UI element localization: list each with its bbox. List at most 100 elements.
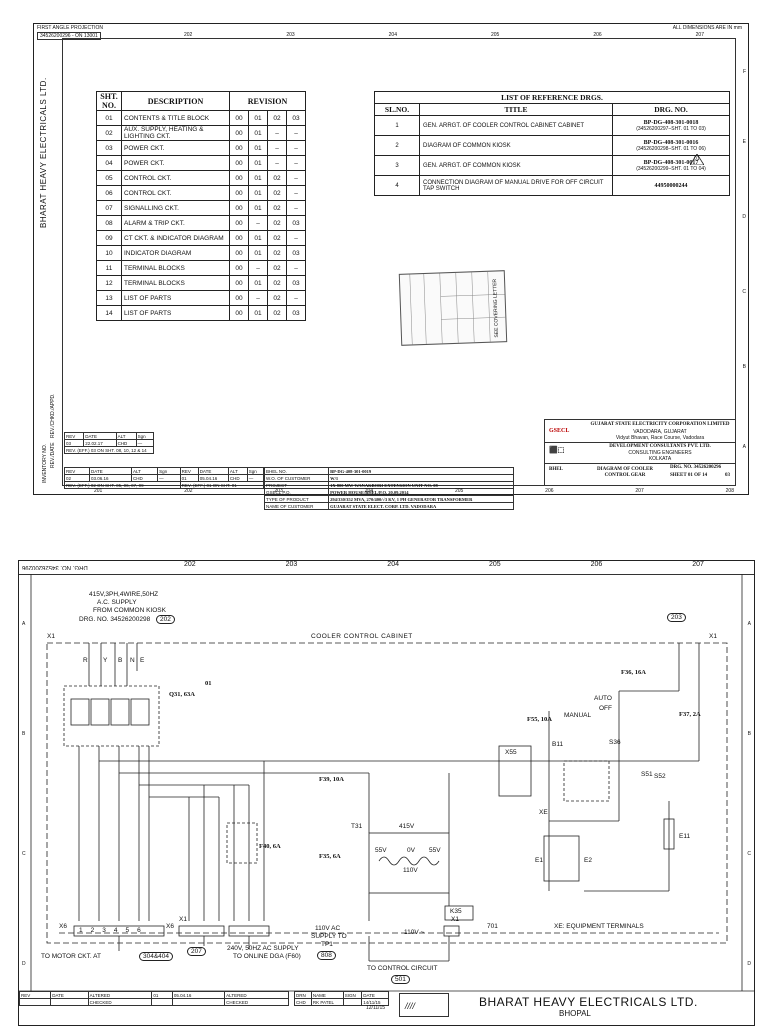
sign-header: SIGN (342, 991, 363, 999)
checked-label: CHECKED (224, 998, 289, 1006)
revision-cell: – (286, 230, 306, 246)
side-label: REV./CHKD./APPD. (50, 393, 56, 438)
f39-label: F39, 10A (319, 776, 344, 783)
sheet-no: 14 (96, 305, 122, 321)
project-info-row: BHEL NO.BP-DG-408-301-0019 (263, 467, 514, 475)
x1-right: X1 (709, 633, 717, 640)
revision-cell: 02 (267, 110, 287, 126)
revision-cell: 02 (267, 170, 287, 186)
info-value: BP-DG-408-301-0019 (328, 467, 514, 475)
info-key: TYPE OF PRODUCT (263, 495, 330, 503)
revision-cell: 02 (267, 185, 287, 201)
zone-number: 201 (94, 488, 103, 494)
side-label: REV./DATE (50, 442, 56, 468)
ref-title: CONNECTION DIAGRAM OF MANUAL DRIVE FOR O… (419, 175, 613, 196)
sheet-no: 03 (96, 140, 122, 156)
phase-b: B (118, 657, 123, 664)
revision-cell: – (286, 200, 306, 216)
revision-cell: – (286, 155, 306, 171)
zone-number: 202 (184, 32, 193, 38)
revision-cell: – (286, 170, 306, 186)
zone-number-row: 202 203 204 205 206 207 (184, 32, 704, 38)
zone-number: 207 (695, 32, 704, 38)
rev-text: REV. (EFF.) 03 ON SHT. 08, 10, 12 & 14 (64, 446, 154, 454)
xe-label: XE (539, 809, 548, 816)
manual-label: MANUAL (564, 712, 592, 719)
bhel-logo-icon: //// (399, 993, 449, 1017)
rev-text: REV. (EFF.) 01 ON SHT. 01 (179, 481, 265, 489)
auto-label: AUTO (594, 695, 612, 702)
side-letter: A (22, 621, 26, 627)
drn-label: DRN (294, 991, 312, 999)
v0-label: 0V (407, 847, 415, 854)
rev-no: 03 (63, 439, 85, 447)
supply-line-4: DRG. NO. 34526200298 (79, 616, 151, 623)
side-letter: A (742, 444, 746, 450)
consultant-logo-icon: ⬛⬚ (549, 446, 565, 454)
revision-cell: 01 (248, 140, 268, 156)
zone-number: 203 (274, 488, 283, 494)
revision-cell: – (248, 290, 268, 306)
terminal-numbers: 1 2 3 4 5 6 (79, 927, 141, 934)
info-value: 294/330/352 MVA, 270/400/√3 KV, 1 PH GEN… (328, 495, 514, 503)
revision-cell: 00 (229, 260, 249, 276)
n701-label: 701 (487, 923, 498, 930)
name-header: NAME (310, 991, 344, 999)
ref-drg-sub: (34526200298–SHT. 01 TO 06) (636, 145, 706, 152)
col-header: DESCRIPTION (121, 91, 230, 111)
info-key: BHEL NO. (263, 467, 330, 475)
reference-row: 2 DIAGRAM OF COMMON KIOSK BP-DG-408-301-… (374, 135, 730, 156)
date-header: DATE (361, 991, 389, 999)
ref-drg-no: BP-DG-408-301-0017 (643, 159, 699, 166)
phase-y: Y (103, 657, 108, 664)
f55-label: F55, 10A (527, 716, 552, 723)
drawing-title: DIAGRAM OF COOLER CONTROL GEAR (597, 467, 653, 478)
altered-label: ALTERED (87, 991, 153, 999)
terminal-number: 3 (102, 927, 106, 934)
motor-ref: 304&404 (139, 952, 174, 961)
signature-table: DRN NAME SIGN DATE CHD RK PATEL 14/11/15 (294, 991, 389, 1006)
approval-stamp: SEE COVERING LETTER (398, 270, 508, 346)
date-header: DATE (50, 991, 89, 999)
terminal-number: 2 (90, 927, 95, 934)
zone-number: 203 (285, 561, 298, 568)
col-header: REVISION (229, 91, 306, 111)
revision-cell: 03 (286, 110, 306, 126)
rev-date: 22.02.17 (83, 439, 117, 447)
revision-cell: 03 (286, 305, 306, 321)
top-zone-bar: DRG. NO. 34526200296 202 203 204 205 206… (19, 561, 754, 575)
revision-cell: 02 (267, 245, 287, 261)
footer-revision-table: REV DATE ALTERED 01 05.04.16 ALTERED CHE… (18, 991, 289, 1006)
gsecl-city: VADODARA, GUJARAT (633, 429, 687, 435)
consultant-sub: CONSULTING ENGINEERS (628, 450, 692, 456)
rev-header: REV (18, 991, 52, 999)
stamp-grid-icon (409, 271, 506, 345)
zone-number: 204 (364, 488, 374, 494)
sheet-description: POWER CKT. (121, 155, 230, 171)
x1-left: X1 (47, 633, 55, 640)
footer-title-strip: REV DATE ALTERED 01 05.04.16 ALTERED CHE… (18, 991, 754, 1025)
sheet-no: 09 (96, 230, 122, 246)
revision-cell: 00 (229, 230, 249, 246)
zone-number: 206 (590, 561, 603, 568)
revision-tag: 01 (694, 156, 700, 162)
e2-label: E2 (584, 857, 592, 864)
revision-cell: 03 (286, 275, 306, 291)
col-header: SL.NO. (374, 103, 420, 116)
schematic-sheet: DRG. NO. 34526200296 202 203 204 205 206… (18, 560, 755, 1026)
sheet-no: 04 (96, 155, 122, 171)
q31-label: Q31, 63A (169, 691, 195, 698)
revision-cell: 00 (229, 215, 249, 231)
rev-no: 02 (63, 474, 91, 482)
b11-label: B11 (552, 741, 564, 748)
revision-cell: – (286, 140, 306, 156)
revision-cell: 00 (229, 305, 249, 321)
